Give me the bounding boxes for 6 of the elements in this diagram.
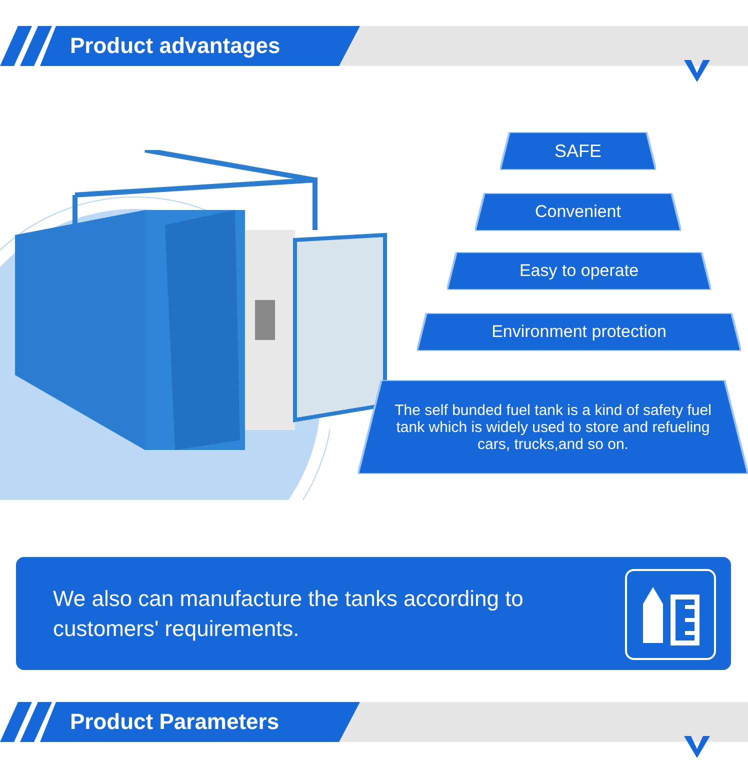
- info-banner: We also can manufacture the tanks according to customers' requirements.: [16, 557, 731, 670]
- advantage-banner: Environment protection: [417, 313, 741, 351]
- advantage-banner: SAFE: [500, 132, 656, 170]
- advantage-banner: Convenient: [475, 193, 681, 231]
- description-panel: The self bunded fuel tank is a kind of safety fuel tank which is widely used to store and refueling cars, trucks,and so on.: [358, 380, 748, 474]
- advantage-banner: Easy to operate: [447, 252, 711, 290]
